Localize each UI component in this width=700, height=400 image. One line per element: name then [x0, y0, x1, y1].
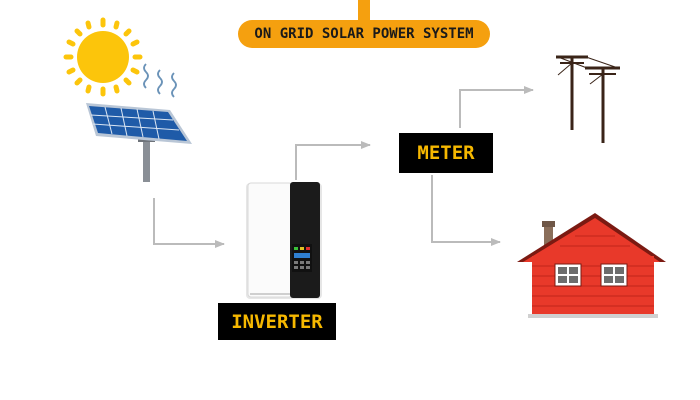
power-pole-icon: [556, 55, 620, 143]
inverter-icon: [246, 182, 322, 299]
inverter-to-meter-arrow: [295, 141, 371, 180]
solar-panel-icon: [86, 103, 192, 182]
house-icon: [517, 213, 666, 318]
heat-waves-icon: [143, 63, 177, 98]
inverter-label-text: INVERTER: [231, 310, 323, 333]
panel-to-inverter-arrow: [153, 198, 225, 248]
diagram-title: ON GRID SOLAR POWER SYSTEM: [254, 26, 474, 42]
meter-label: METER: [399, 133, 493, 173]
meter-to-grid-arrow: [459, 86, 534, 128]
meter-label-text: METER: [417, 142, 475, 164]
connector-arrows: [153, 86, 534, 248]
meter-to-house-arrow: [431, 175, 501, 246]
title-stem: [358, 0, 370, 20]
inverter-label: INVERTER: [218, 303, 336, 340]
title-banner: ON GRID SOLAR POWER SYSTEM: [238, 20, 490, 48]
sun-icon: [63, 17, 143, 97]
